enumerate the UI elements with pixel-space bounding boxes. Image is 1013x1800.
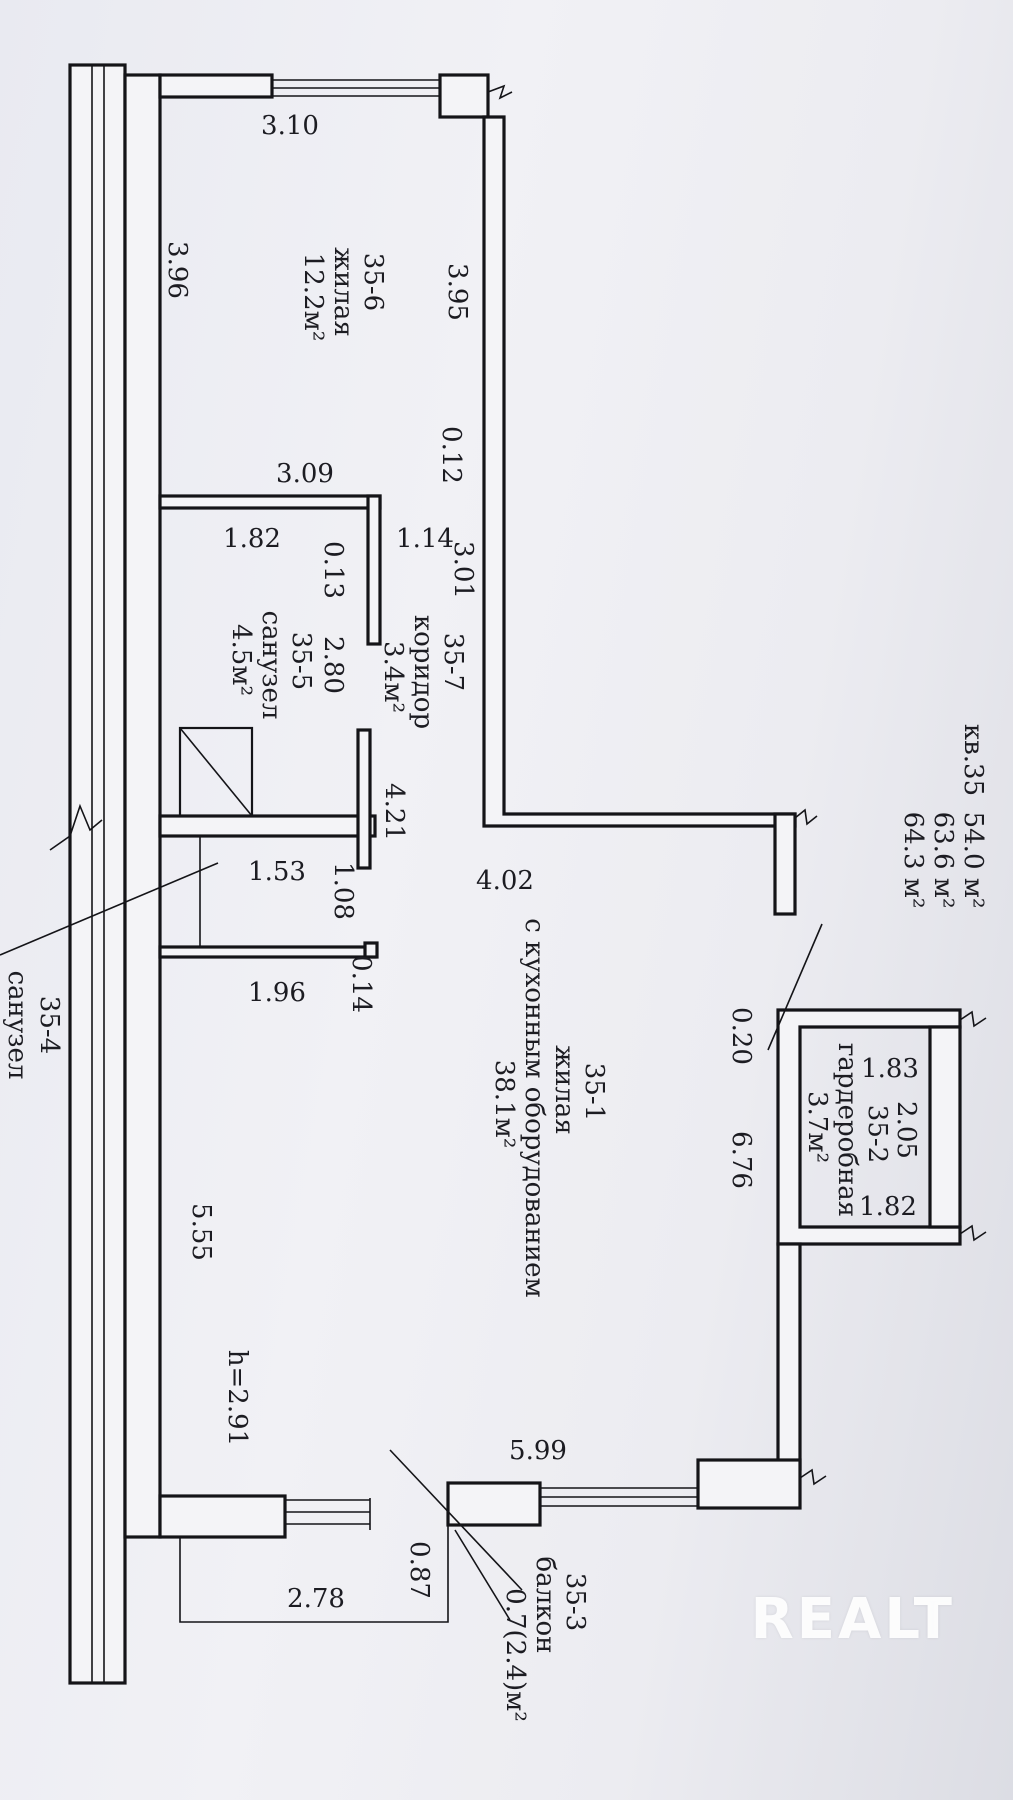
label-room-35-5-id: 35-5: [286, 632, 316, 690]
dim-1-53: 1.53: [248, 857, 306, 887]
label-room-35-1-id: 35-1: [579, 1063, 609, 1121]
label-room-35-2-id: 35-2: [862, 1105, 892, 1163]
dim-4-02: 4.02: [476, 866, 534, 896]
dim-3-10: 3.10: [261, 111, 319, 141]
label-room-35-4-id: 35-4: [34, 996, 64, 1054]
watermark-logo: REALT: [750, 1587, 955, 1652]
leader-balcony: [454, 1529, 511, 1621]
wall-break-mark: [49, 803, 103, 851]
leader-35-4: [0, 862, 219, 956]
dim-3-09: 3.09: [276, 459, 334, 489]
label-room-35-4-name: санузел: [2, 971, 32, 1080]
label-room-35-1-area: 38.1м²: [489, 1060, 519, 1149]
label-area-total-1: 54.0 м²: [958, 812, 988, 909]
main-room-right-wall: [776, 1242, 802, 1471]
interior-wall-left: [123, 73, 162, 1539]
dim-height: h=2.91: [222, 1350, 252, 1446]
dim-1-14: 1.14: [396, 524, 454, 554]
dim-0-13: 0.13: [318, 541, 348, 599]
label-room-35-2-area: 3.7м²: [802, 1091, 832, 1163]
label-area-total-2: 63.6 м²: [928, 812, 958, 909]
dim-1-96: 1.96: [248, 978, 306, 1008]
dim-1-82a: 1.82: [223, 524, 281, 554]
dim-1-08: 1.08: [328, 862, 358, 920]
dim-4-21: 4.21: [379, 783, 409, 841]
balcony-outline: [179, 1525, 449, 1623]
dim-1-82b: 1.82: [859, 1192, 917, 1222]
dim-1-83: 1.83: [861, 1054, 919, 1084]
label-room-35-1-name2: с кухонным оборудованием: [519, 918, 549, 1298]
dim-0-12: 0.12: [436, 426, 466, 484]
label-room-35-3-id: 35-3: [560, 1573, 590, 1631]
dim-2-80: 2.80: [318, 636, 348, 694]
label-room-35-3-name: балкон: [530, 1557, 560, 1654]
label-room-35-7-area: 3.4м²: [378, 641, 408, 713]
label-room-35-1-name: жилая: [549, 1045, 579, 1135]
label-room-35-6-name: жилая: [328, 247, 358, 337]
label-room-35-6-area: 12.2м²: [298, 253, 328, 342]
dim-0-20: 0.20: [726, 1007, 756, 1065]
dim-0-87: 0.87: [404, 1541, 434, 1599]
entry-stub-wall: [773, 808, 818, 916]
label-room-35-5-name: санузел: [256, 611, 286, 720]
exterior-wall-left: [68, 63, 127, 1685]
dim-2-05: 2.05: [891, 1101, 921, 1159]
bathroom-partitions: [158, 494, 382, 959]
top-wall-window: [158, 73, 513, 119]
label-room-35-3-area: 0.7(2.4)м²: [500, 1588, 530, 1722]
dim-5-99: 5.99: [509, 1436, 567, 1466]
corridor-wall: [482, 115, 797, 828]
label-room-35-5-area: 4.5м²: [226, 624, 256, 696]
label-room-35-2-name: гардеробная: [832, 1043, 862, 1217]
dim-0-14: 0.14: [346, 955, 376, 1013]
leader-020: [767, 923, 823, 1051]
dim-3-95: 3.95: [442, 263, 472, 321]
leader-087: [389, 1449, 523, 1591]
bottom-wall-window: [158, 1458, 827, 1539]
dim-2-78: 2.78: [287, 1584, 345, 1614]
label-area-total-3: 64.3 м²: [898, 812, 928, 909]
label-apartment-number: кв.35: [958, 724, 988, 796]
dim-5-55: 5.55: [186, 1203, 216, 1261]
label-room-35-6-id: 35-6: [358, 253, 388, 311]
dim-3-96: 3.96: [162, 241, 192, 299]
wardrobe-walls: [776, 1008, 987, 1246]
label-room-35-7-id: 35-7: [438, 633, 468, 691]
dim-3-01: 3.01: [448, 541, 478, 599]
label-room-35-7-name: коридор: [408, 615, 438, 729]
dim-6-76: 6.76: [726, 1131, 756, 1189]
